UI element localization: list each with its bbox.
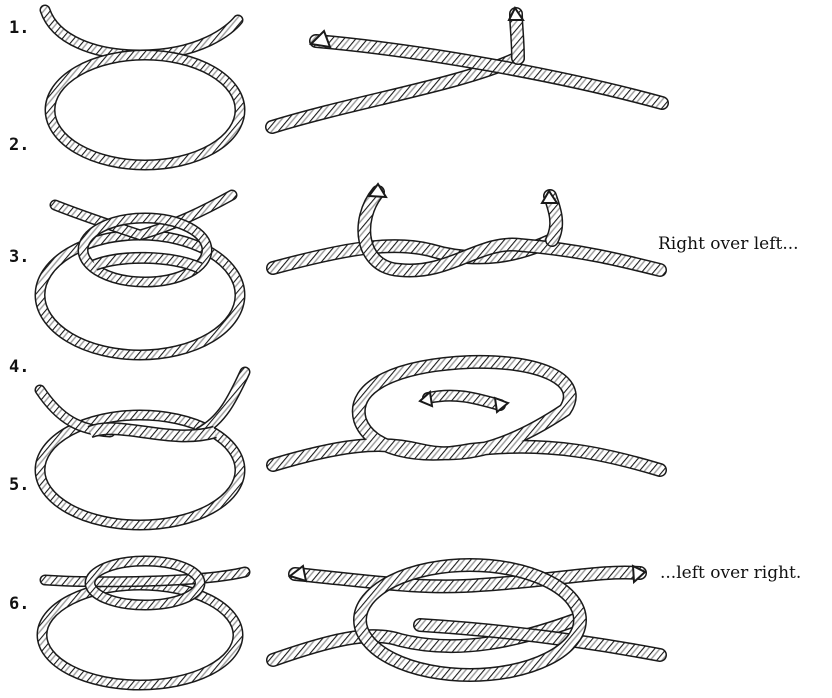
ropes-step-6 (273, 565, 660, 675)
step-number-6: 6. (9, 594, 29, 614)
loop-step-1-2 (45, 10, 240, 165)
ropes-step-1-2 (272, 8, 662, 127)
ropes-step-3 (273, 184, 660, 270)
ropes-step-4-5 (273, 362, 660, 470)
step-number-2: 2. (9, 135, 29, 155)
step-number-4: 4. (9, 357, 29, 377)
loop-step-6 (42, 561, 245, 685)
caption-left-over-right: ...left over right. (660, 563, 801, 583)
loop-step-4-5 (40, 372, 245, 525)
caption-right-over-left: Right over left... (658, 234, 799, 254)
step-number-3: 3. (9, 247, 29, 267)
loop-step-3 (40, 195, 240, 355)
step-number-5: 5. (9, 475, 29, 495)
step-number-1: 1. (9, 18, 29, 38)
